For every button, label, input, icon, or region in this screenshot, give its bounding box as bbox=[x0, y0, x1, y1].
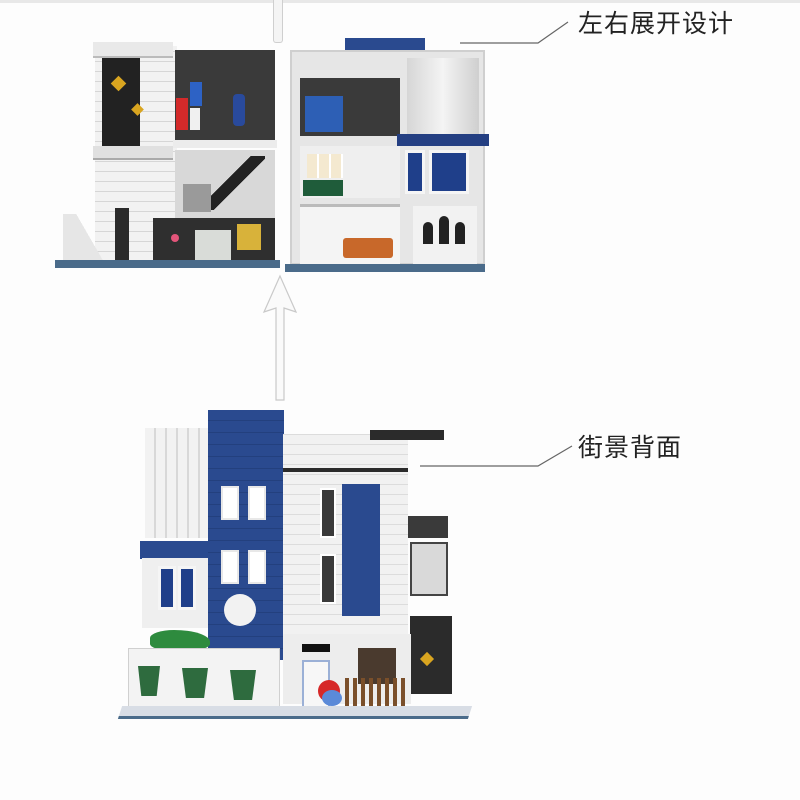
mondrian-red-block bbox=[176, 98, 188, 130]
striped-white-tower bbox=[145, 428, 210, 538]
annex-glass bbox=[410, 542, 448, 596]
top-border bbox=[0, 0, 800, 3]
wooden-fence bbox=[345, 678, 405, 706]
roof-trim bbox=[283, 468, 408, 472]
top-ledge bbox=[93, 42, 173, 58]
dark-window bbox=[320, 488, 336, 538]
glass-tower bbox=[407, 58, 479, 136]
base-plate bbox=[117, 706, 473, 719]
split-model-right-half bbox=[285, 38, 500, 283]
up-arrow-icon bbox=[262, 274, 298, 401]
dark-roof-overhang bbox=[370, 430, 444, 440]
staircase bbox=[205, 156, 265, 210]
green-cabinet bbox=[303, 180, 343, 196]
mondrian-white-block bbox=[190, 108, 200, 130]
blue-vertical-panel bbox=[342, 484, 380, 616]
framed-artworks bbox=[307, 154, 343, 178]
black-panel bbox=[102, 56, 140, 148]
blue-coat-figure bbox=[233, 94, 245, 126]
wall-opening bbox=[230, 670, 256, 700]
round-emblem bbox=[224, 594, 256, 626]
entrance-ramp bbox=[63, 214, 105, 266]
blue-hydrangea bbox=[322, 690, 342, 706]
bay-window bbox=[405, 150, 425, 194]
grey-block-wall bbox=[183, 184, 211, 212]
arched-window bbox=[423, 222, 433, 244]
blue-roof-block bbox=[345, 38, 425, 52]
pink-flowers bbox=[171, 234, 179, 242]
arched-window bbox=[439, 216, 449, 244]
white-window bbox=[248, 550, 266, 584]
white-window bbox=[248, 486, 266, 520]
left-lower-facade bbox=[142, 558, 210, 628]
kitchen-counter bbox=[195, 230, 231, 262]
right-base-plate bbox=[285, 264, 485, 272]
split-model-left-half bbox=[55, 38, 280, 278]
arched-window bbox=[455, 222, 465, 244]
bay-window bbox=[429, 150, 469, 194]
annotation-bottom-label: 街景背面 bbox=[578, 433, 683, 462]
dark-window bbox=[320, 554, 336, 604]
shop-sign bbox=[302, 644, 330, 652]
blue-art-wall bbox=[305, 96, 343, 132]
green-plants bbox=[150, 630, 210, 650]
entrance-pillar bbox=[115, 208, 129, 264]
leader-line-bottom bbox=[420, 445, 573, 467]
blue-awning bbox=[397, 134, 489, 146]
left-base-plate bbox=[55, 260, 280, 268]
annotation-top-label: 左右展开设计 bbox=[578, 9, 735, 38]
grid-window bbox=[158, 566, 176, 610]
wall-opening bbox=[138, 666, 160, 696]
blue-ledge bbox=[140, 541, 212, 559]
connector-arrow-top-stub bbox=[273, 0, 283, 43]
orange-sofa bbox=[343, 238, 393, 258]
street-back-model bbox=[117, 408, 480, 738]
upper-floor-slab bbox=[173, 140, 277, 148]
annex-balcony bbox=[408, 516, 448, 538]
white-window bbox=[221, 486, 239, 520]
leader-line-top bbox=[460, 21, 569, 44]
white-window bbox=[221, 550, 239, 584]
mondrian-blue-block bbox=[190, 82, 202, 106]
yellow-sofa bbox=[237, 224, 261, 250]
wall-opening bbox=[182, 668, 208, 698]
mid-ledge bbox=[93, 146, 173, 160]
grid-window bbox=[178, 566, 196, 610]
